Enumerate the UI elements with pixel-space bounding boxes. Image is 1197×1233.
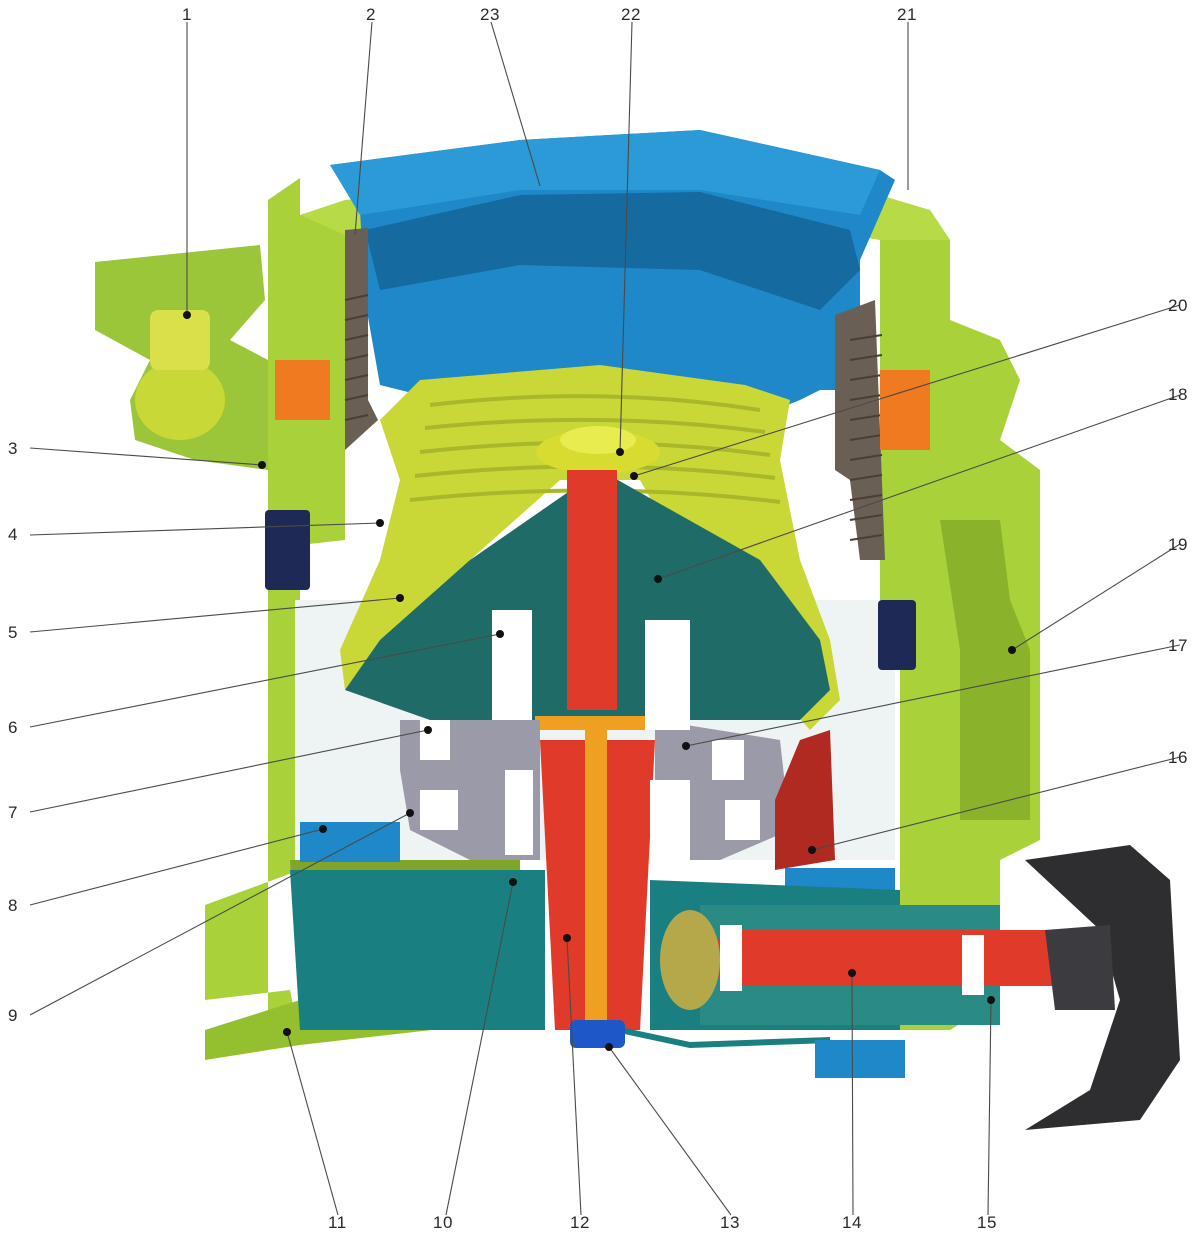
callout-7: 7 [8,803,18,822]
thread-ribs-right [849,334,883,541]
callout-1: 1 [182,5,192,24]
bowl-outer [330,130,895,420]
thread-ribs-left [344,294,369,421]
callout-8: 8 [8,896,18,915]
lower-teal-housing [290,870,545,1030]
callout-labels: 1 2 3 4 5 6 7 8 9 10 11 12 13 14 15 16 1… [8,5,1188,1232]
countershaft-bearing [720,925,742,991]
bowl-threads [344,228,885,560]
drive-pulley-hub [1045,925,1115,1010]
callout-10: 10 [433,1213,453,1232]
pinion-gear [660,910,720,1010]
leader-lines [29,21,1181,1216]
bowl-inner-shadow [365,192,860,310]
lube-fitting [815,1040,905,1078]
callout-23: 23 [480,5,500,24]
callout-9: 9 [8,1006,18,1025]
mantle-body [340,365,840,730]
clamp-ring-left [275,360,330,420]
lube-line [619,1027,831,1049]
thread-left [345,228,378,450]
callout-12: 12 [570,1213,590,1232]
bowl-assembly [330,130,895,420]
eccentric-assembly [400,610,790,860]
adjustment-motor [135,360,225,440]
bowl-rim [330,130,880,215]
callout-2: 2 [366,5,376,24]
tramp-release-cylinder [775,730,835,870]
bottom-bearing [570,1020,625,1048]
countershaft [715,930,1105,986]
callout-17: 17 [1168,636,1188,655]
socket-plate [535,716,655,730]
countershaft-assembly [660,905,1105,1025]
clamping-cylinder-right [940,520,1030,820]
callout-21: 21 [897,5,917,24]
callout-13: 13 [720,1213,740,1232]
shaft-upper [567,470,617,710]
callout-14: 14 [842,1213,862,1232]
feed-plate-top [560,426,636,454]
ring-block-left [265,510,310,590]
callout-15: 15 [977,1213,997,1232]
countershaft-bearing-outer [962,935,984,995]
drive-pulley [1025,845,1180,1130]
callout-11: 11 [328,1213,347,1232]
thread-right [835,300,885,560]
shaft-core-orange [585,720,607,1020]
callout-18: 18 [1168,385,1188,404]
clamp-ring-right [880,370,930,450]
callout-19: 19 [1168,535,1188,554]
callout-5: 5 [8,623,18,642]
lower-liner-left [300,822,400,862]
eccentric-slots [420,610,760,860]
ring-block-right [878,600,916,670]
adjustment-pinion [150,310,210,370]
callout-16: 16 [1168,748,1188,767]
callout-6: 6 [8,718,18,737]
callout-3: 3 [8,439,18,458]
callout-22: 22 [621,5,641,24]
callout-4: 4 [8,525,18,544]
main-shaft [535,470,655,1030]
callout-20: 20 [1168,296,1188,315]
